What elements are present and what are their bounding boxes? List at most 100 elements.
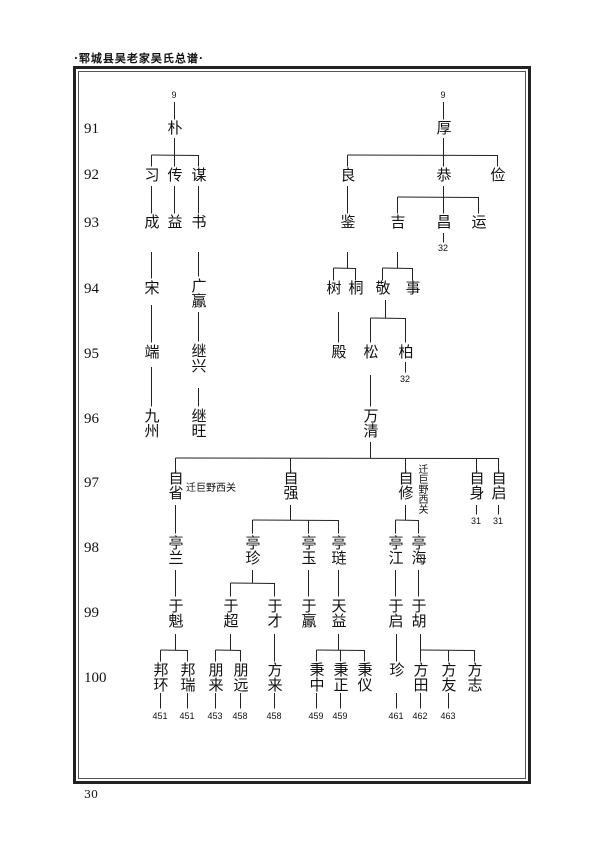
person-node: 邦瑞	[178, 662, 197, 692]
person-node: 继兴	[189, 343, 208, 373]
person-node: 习	[142, 167, 161, 182]
person-node: 柏	[396, 344, 415, 359]
page-reference: 461	[388, 711, 404, 721]
person-node: 运	[469, 214, 488, 229]
person-node: 事	[403, 280, 422, 295]
lineage-line	[382, 267, 413, 269]
migration-note: 迁巨野西关	[416, 464, 427, 514]
person-node: 亭海	[409, 535, 428, 565]
migration-note: 迁巨野西关	[186, 483, 236, 494]
generation-label: 94	[84, 281, 99, 297]
page-reference: 9	[171, 90, 177, 100]
lineage-line	[397, 196, 479, 198]
person-node: 书	[189, 214, 208, 229]
person-node: 方来	[265, 662, 284, 692]
person-node: 于魁	[166, 598, 185, 628]
page-reference: 459	[308, 711, 324, 721]
person-node: 亭江	[386, 535, 405, 565]
lineage-line	[215, 649, 241, 651]
generation-label: 98	[84, 540, 99, 556]
page-reference: 458	[266, 711, 282, 721]
page-reference: 31	[470, 516, 482, 526]
page-reference: 458	[232, 711, 248, 721]
generation-label: 97	[84, 475, 99, 491]
lineage-line	[333, 267, 356, 269]
generation-label: 95	[84, 346, 99, 362]
person-node: 自启	[489, 470, 508, 500]
lineage-line	[230, 582, 275, 584]
person-node: 吉	[388, 214, 407, 229]
person-node: 亭琏	[329, 535, 348, 565]
generation-label: 99	[84, 605, 99, 621]
person-node: 秉仪	[355, 662, 374, 692]
page-reference: 462	[412, 711, 428, 721]
person-node: 天益	[329, 598, 348, 628]
lineage-line	[175, 457, 499, 459]
person-node: 敬	[373, 280, 392, 295]
person-node: 厚	[434, 120, 453, 135]
page-reference: 31	[492, 516, 504, 526]
lineage-line	[252, 519, 339, 521]
lineage-line	[420, 649, 475, 651]
person-node: 亭兰	[166, 535, 185, 565]
page-reference: 463	[440, 711, 456, 721]
generation-label: 91	[84, 121, 99, 137]
person-node: 谋	[189, 167, 208, 182]
person-node: 传	[165, 167, 184, 182]
person-node: 于才	[265, 598, 284, 628]
person-node: 昌	[434, 214, 453, 229]
person-node: 秉中	[307, 662, 326, 692]
person-node: 于鸁	[299, 598, 318, 628]
page-reference: 32	[399, 374, 411, 384]
generation-label: 93	[84, 215, 99, 231]
page-reference: 451	[152, 711, 168, 721]
page-reference: 459	[332, 711, 348, 721]
person-node: 亭珍	[243, 535, 262, 565]
person-node: 于启	[386, 598, 405, 628]
person-node: 树	[324, 280, 343, 295]
person-node: 邦环	[151, 662, 170, 692]
person-node: 珍	[387, 662, 406, 677]
person-node: 松	[361, 344, 380, 359]
page-reference: 451	[179, 711, 195, 721]
person-node: 亭玉	[299, 535, 318, 565]
person-node: 益	[165, 214, 184, 229]
person-node: 九州	[142, 408, 161, 438]
person-node: 秉正	[331, 662, 350, 692]
page-frame	[73, 66, 531, 784]
person-node: 广鸁	[189, 278, 208, 308]
person-node: 端	[142, 344, 161, 359]
page-header: ·郓城县吴老家吴氏总谱·	[74, 52, 204, 65]
lineage-line	[160, 649, 188, 651]
person-node: 方志	[465, 662, 484, 692]
page-reference: 453	[207, 711, 223, 721]
person-node: 自省	[166, 470, 185, 500]
person-node: 桐	[346, 280, 365, 295]
lineage-line	[395, 519, 419, 521]
page-reference: 9	[440, 90, 446, 100]
generation-label: 92	[84, 167, 99, 183]
person-node: 方友	[439, 662, 458, 692]
person-node: 自身	[467, 470, 486, 500]
page-reference: 32	[437, 243, 449, 253]
person-node: 自修	[396, 470, 415, 500]
person-node: 殿	[329, 344, 348, 359]
person-node: 鉴	[338, 214, 357, 229]
person-node: 俭	[488, 167, 507, 182]
person-node: 成	[142, 214, 161, 229]
person-node: 于胡	[409, 598, 428, 628]
page-number: 30	[84, 788, 98, 801]
generation-label: 100	[84, 670, 107, 686]
lineage-line	[347, 154, 498, 156]
person-node: 朋远	[231, 662, 250, 692]
person-node: 自强	[281, 470, 300, 500]
person-node: 宋	[142, 280, 161, 295]
person-node: 恭	[434, 167, 453, 182]
person-node: 朴	[165, 120, 184, 135]
generation-label: 96	[84, 411, 99, 427]
person-node: 万清	[361, 408, 380, 438]
person-node: 于超	[221, 598, 240, 628]
person-node: 良	[338, 167, 357, 182]
person-node: 朋来	[206, 662, 225, 692]
